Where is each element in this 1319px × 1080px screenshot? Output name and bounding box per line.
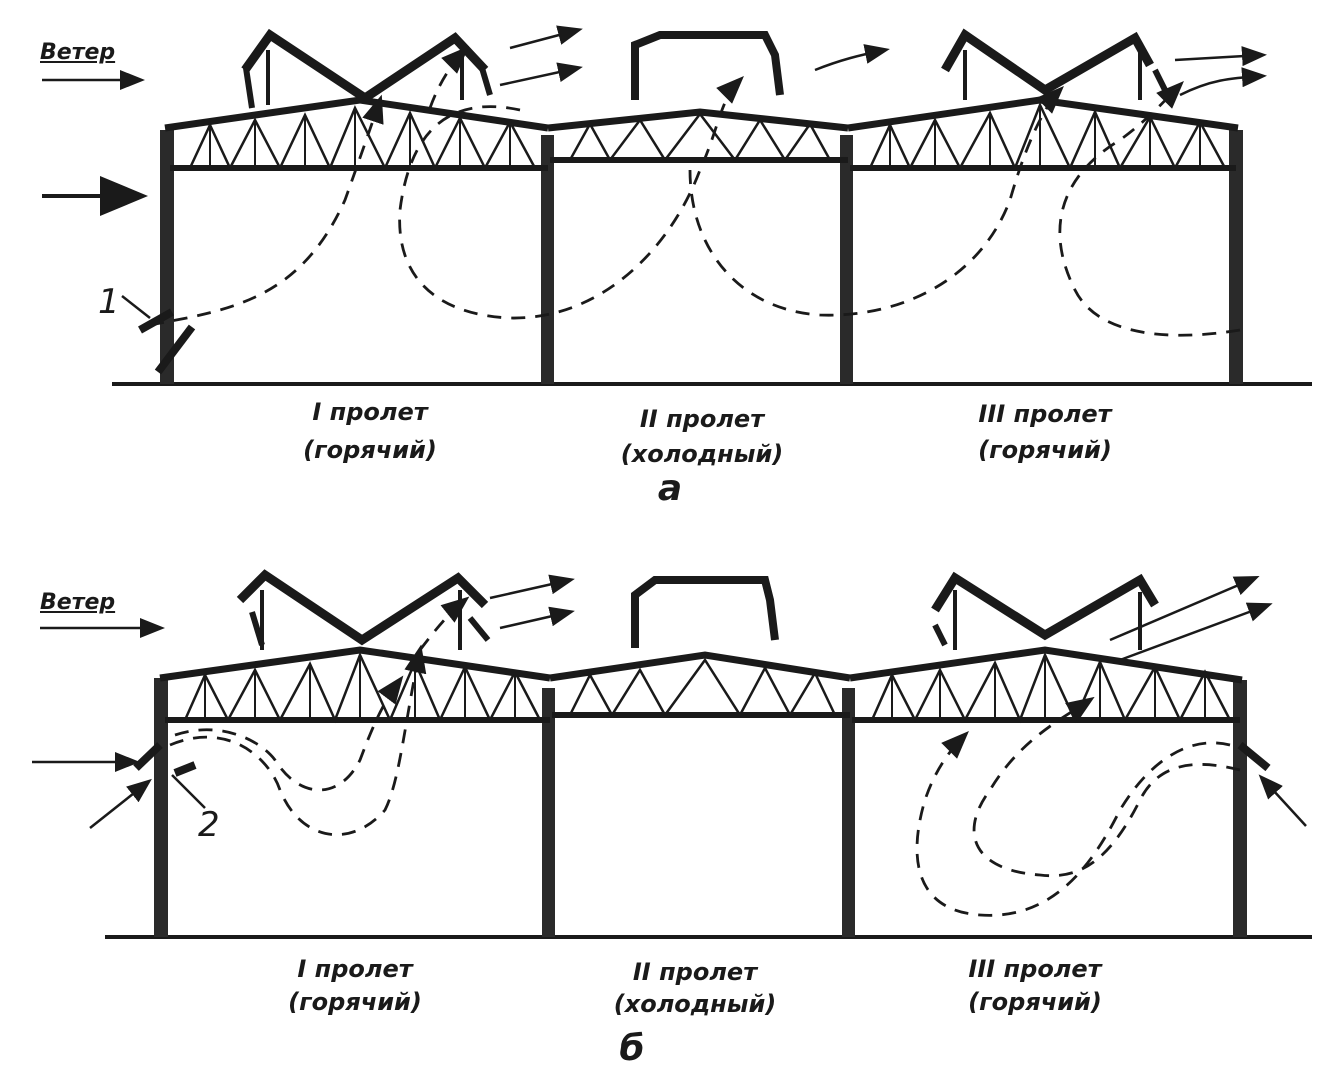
panel-letter-a: а bbox=[657, 468, 683, 509]
roof-lanterns bbox=[236, 569, 1159, 650]
roof-trusses bbox=[159, 646, 1243, 724]
span-type-3: (горячий) bbox=[978, 436, 1112, 464]
roof-lanterns bbox=[241, 28, 1173, 109]
inlet-opening-2 bbox=[133, 741, 1271, 777]
panel-a bbox=[42, 25, 1312, 386]
roof-trusses bbox=[164, 96, 1239, 172]
airflow-paths bbox=[169, 596, 1241, 917]
airflow-paths bbox=[149, 46, 1241, 337]
inlet-opening-1 bbox=[138, 308, 196, 375]
span-type-2: (холодный) bbox=[613, 990, 777, 1018]
callout-leader-1 bbox=[121, 295, 151, 319]
callout-2: 2 bbox=[198, 805, 220, 845]
span-type-1: (горячий) bbox=[288, 988, 422, 1016]
exhaust-arrows bbox=[499, 25, 1267, 97]
span-label-2: II пролет bbox=[632, 958, 758, 986]
inlet-arrow-left bbox=[89, 778, 152, 829]
span-type-2: (холодный) bbox=[620, 440, 784, 468]
span-label-3: III пролет bbox=[968, 955, 1102, 983]
wind-label: Ветер bbox=[40, 40, 116, 65]
span-label-1: I пролет bbox=[312, 398, 428, 426]
callout-1: 1 bbox=[98, 282, 120, 322]
callout-leader-2 bbox=[171, 774, 206, 809]
span-label-1: I пролет bbox=[297, 955, 413, 983]
span-type-1: (горячий) bbox=[303, 436, 437, 464]
span-type-3: (горячий) bbox=[968, 988, 1102, 1016]
panel-letter-b: б bbox=[619, 1028, 645, 1069]
span-label-3: III пролет bbox=[978, 400, 1112, 428]
wind-label: Ветер bbox=[40, 590, 116, 615]
span-label-2: II пролет bbox=[639, 405, 765, 433]
panel-b bbox=[32, 569, 1312, 939]
inlet-arrow-right bbox=[1258, 774, 1307, 827]
exhaust-arrows bbox=[489, 574, 1273, 662]
